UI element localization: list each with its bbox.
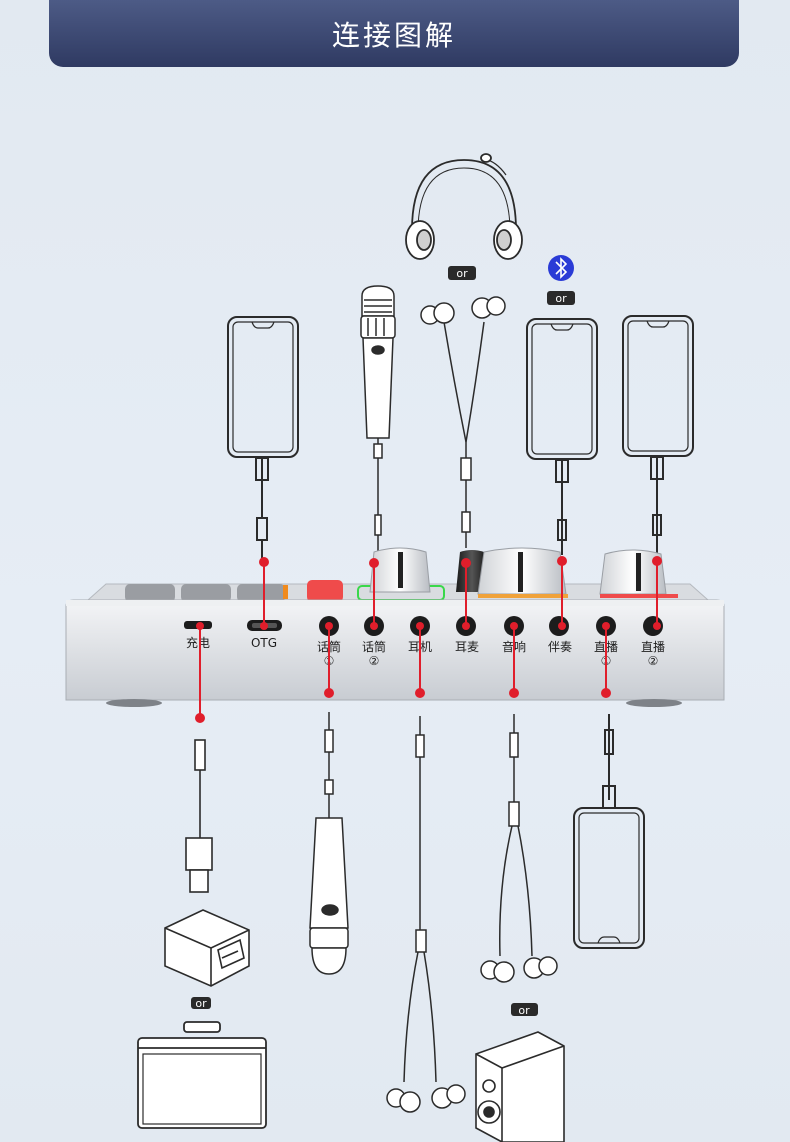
bluetooth-icon xyxy=(548,255,574,281)
earphones-icon xyxy=(386,716,466,1113)
port-label-earmic: 耳麦 xyxy=(455,640,479,654)
earphones-icon xyxy=(420,296,506,548)
headset-icon xyxy=(405,153,523,260)
svg-text:or: or xyxy=(518,1004,530,1017)
connector-lines-top xyxy=(199,562,658,718)
port-label-live2: 直播 xyxy=(641,640,665,654)
header-banner: 连接图解 xyxy=(49,0,739,67)
phone-icon xyxy=(573,714,645,949)
phone-icon xyxy=(622,315,694,555)
or-badge: or xyxy=(448,266,476,280)
or-badge: or xyxy=(511,1003,538,1017)
earphones-icon xyxy=(480,714,558,983)
phone-icon xyxy=(227,316,299,562)
port-label-otg: OTG xyxy=(251,636,277,650)
phone-icon xyxy=(526,318,598,555)
svg-text:or: or xyxy=(555,292,567,305)
speaker-icon xyxy=(475,1031,565,1142)
or-badge: or xyxy=(547,291,575,305)
port-sub-mic2: ② xyxy=(369,654,380,668)
port-label-accomp: 伴奏 xyxy=(548,640,572,654)
tablet-icon xyxy=(137,1021,267,1129)
connector-dots xyxy=(195,556,662,723)
port-label-charge: 充电 xyxy=(186,635,210,650)
svg-text:or: or xyxy=(195,997,207,1010)
microphone-icon xyxy=(360,285,396,560)
port-sub-live2: ② xyxy=(648,654,659,668)
sound-card xyxy=(65,547,725,707)
power-adapter-icon xyxy=(164,739,250,987)
or-badge: or xyxy=(191,997,211,1010)
port-label-mic2: 话筒 xyxy=(362,639,386,654)
microphone-icon xyxy=(309,712,349,975)
page-title: 连接图解 xyxy=(331,18,456,52)
svg-text:or: or xyxy=(456,267,468,280)
